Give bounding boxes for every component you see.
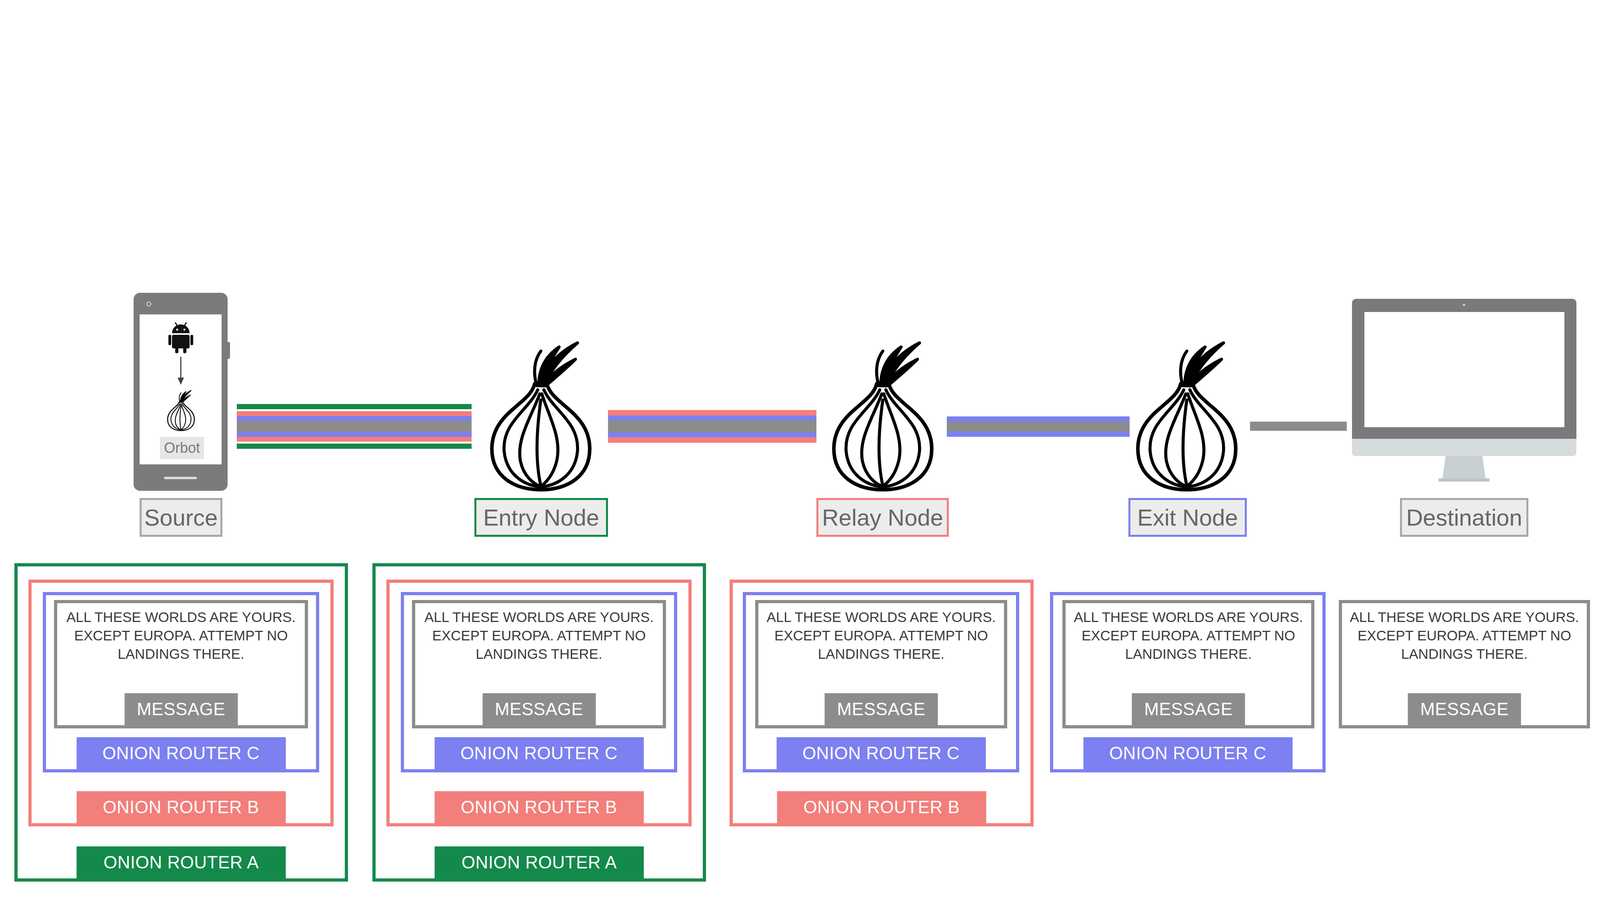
flow-arrowhead — [177, 377, 184, 385]
phone-screen — [139, 314, 222, 465]
orbot-onion — [167, 390, 195, 431]
message-text: ALL THESE WORLDS ARE YOURS. EXCEPT EUROP… — [758, 608, 1004, 664]
onion-layer-box: ONION ROUTER C ALL THESE WORLDS ARE YOURS… — [1050, 592, 1326, 773]
onion-layer-box: ONION ROUTER C ALL THESE WORLDS ARE YOURS… — [742, 592, 1020, 773]
band-stripe — [608, 420, 817, 433]
layer-tag: ONION ROUTER B — [76, 791, 286, 824]
node-label-box: Entry Node — [474, 498, 608, 537]
node-label-box: Relay Node — [816, 498, 949, 537]
message-tag: MESSAGE — [1132, 693, 1246, 726]
message-box: ALL THESE WORLDS ARE YOURS. EXCEPT EUROP… — [1062, 600, 1315, 729]
monitor-illustration — [1352, 298, 1577, 482]
android-leg — [183, 347, 187, 354]
band-stripe — [608, 437, 817, 443]
node-label-box: Destination — [1400, 498, 1529, 537]
band-stripe — [608, 415, 817, 421]
node-label: Source — [144, 506, 218, 530]
message-tag: MESSAGE — [124, 693, 238, 726]
onion-layer-box: ONION ROUTER B ONION ROUTER C ALL THESE WO… — [386, 579, 692, 827]
onion-router-icon — [834, 342, 932, 490]
onion-layer-box: ONION ROUTER C ALL THESE WORLDS ARE YOURS… — [42, 592, 320, 773]
message-text: ALL THESE WORLDS ARE YOURS. EXCEPT EUROP… — [1342, 608, 1587, 664]
monitor-stand — [1442, 456, 1486, 479]
phone-slot — [164, 476, 197, 480]
node-label-box: Source — [139, 498, 223, 537]
onion-router-icon — [492, 342, 590, 490]
monitor-screen — [1364, 312, 1565, 428]
layer-tag: ONION ROUTER A — [76, 846, 286, 879]
band-stripe — [608, 432, 817, 438]
onion-router-icon — [1138, 342, 1236, 490]
monitor-frame — [1352, 298, 1577, 451]
message-box: ALL THESE WORLDS ARE YOURS. EXCEPT EUROP… — [412, 600, 666, 729]
phone-body — [133, 292, 228, 491]
app-label: Orbot — [160, 436, 204, 460]
android-eye — [183, 328, 186, 331]
circuit-band — [1250, 421, 1347, 431]
android-icon — [168, 322, 194, 354]
android-arm — [168, 334, 172, 346]
layer-tag: ONION ROUTER A — [434, 846, 644, 879]
message-tag: MESSAGE — [482, 693, 596, 726]
flow-arrow — [180, 356, 182, 380]
band-stripe — [236, 420, 472, 432]
message-tag: MESSAGE — [1408, 693, 1522, 726]
layer-tag: ONION ROUTER B — [777, 791, 987, 824]
message-text: ALL THESE WORLDS ARE YOURS. EXCEPT EUROP… — [57, 608, 305, 664]
onion-layer-box: ONION ROUTER C ALL THESE WORLDS ARE YOURS… — [400, 592, 678, 773]
monitor-chin — [1352, 438, 1577, 456]
onion-layer-box: ONION ROUTER AONION ROUTER BONION ROUTER… — [14, 563, 348, 882]
circuit-band — [608, 410, 817, 443]
android-body — [172, 334, 190, 349]
band-stripe — [608, 410, 817, 416]
message-box: ALL THESE WORLDS ARE YOURS. EXCEPT EUROP… — [755, 600, 1008, 729]
android-arm — [190, 334, 194, 346]
onion-layer-box: ONION ROUTER B ONION ROUTER C ALL THESE WO… — [28, 579, 334, 827]
onion-layer-box: ONION ROUTER AONION ROUTER BONION ROUTER… — [372, 563, 706, 882]
node-label: Relay Node — [822, 506, 944, 530]
android-eye — [176, 328, 179, 331]
layer-tag: ONION ROUTER C — [776, 737, 986, 770]
phone-illustration — [133, 292, 230, 491]
node-label: Entry Node — [483, 506, 600, 530]
node-label: Destination — [1406, 506, 1522, 530]
monitor-base — [1438, 478, 1490, 482]
node-label-box: Exit Node — [1128, 498, 1247, 537]
band-stripe — [946, 421, 1130, 432]
android-head — [172, 324, 190, 334]
band-stripe — [236, 404, 472, 410]
message-text: ALL THESE WORLDS ARE YOURS. EXCEPT EUROP… — [415, 608, 663, 664]
message-text: ALL THESE WORLDS ARE YOURS. EXCEPT EUROP… — [1065, 608, 1312, 664]
phone-camera — [146, 302, 151, 306]
monitor-camera — [1462, 303, 1466, 306]
circuit-band — [236, 404, 472, 449]
onion-layer-box: ONION ROUTER B ONION ROUTER C ALL THESE WO… — [729, 579, 1034, 827]
layer-tag: ONION ROUTER C — [434, 737, 644, 770]
band-stripe — [236, 436, 472, 442]
node-label: Exit Node — [1137, 506, 1238, 530]
message-box: ALL THESE WORLDS ARE YOURS. EXCEPT EUROP… — [1338, 600, 1590, 729]
band-stripe — [236, 416, 472, 421]
band-stripe — [236, 443, 472, 449]
band-stripe — [236, 411, 472, 416]
layer-tag: ONION ROUTER C — [76, 737, 286, 770]
layer-tag: ONION ROUTER C — [1083, 737, 1293, 770]
message-box: ALL THESE WORLDS ARE YOURS. EXCEPT EUROP… — [54, 600, 308, 729]
android-leg — [175, 347, 179, 354]
band-stripe — [236, 432, 472, 437]
layer-tag: ONION ROUTER B — [434, 791, 644, 824]
band-stripe — [946, 431, 1130, 437]
monitor-chin — [1352, 438, 1577, 447]
band-stripe — [946, 416, 1130, 422]
message-tag: MESSAGE — [824, 693, 938, 726]
circuit-band — [946, 416, 1130, 437]
